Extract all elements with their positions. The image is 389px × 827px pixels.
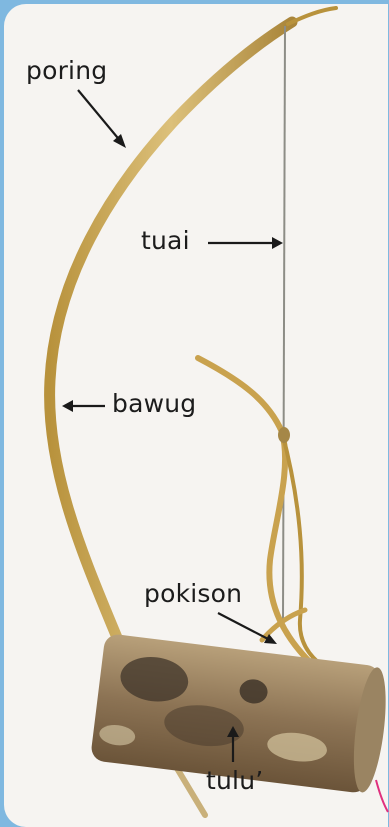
arrow-pokison bbox=[218, 613, 270, 640]
label-pokison: pokison bbox=[144, 579, 242, 608]
bamboo-bow bbox=[50, 22, 292, 640]
arrowhead-bawug bbox=[62, 400, 73, 412]
arrow-poring bbox=[78, 90, 122, 143]
label-tuai: tuai bbox=[141, 226, 190, 255]
label-poring: poring bbox=[26, 56, 107, 85]
pokison-stick bbox=[198, 358, 330, 680]
arrowhead-tuai bbox=[272, 237, 283, 249]
edge-mark bbox=[376, 780, 388, 812]
label-bawug: bawug bbox=[112, 389, 196, 418]
string-knot bbox=[278, 427, 290, 443]
label-tulu: tulu’ bbox=[206, 766, 263, 795]
bow-string bbox=[283, 26, 285, 620]
bow-tip bbox=[288, 8, 336, 24]
